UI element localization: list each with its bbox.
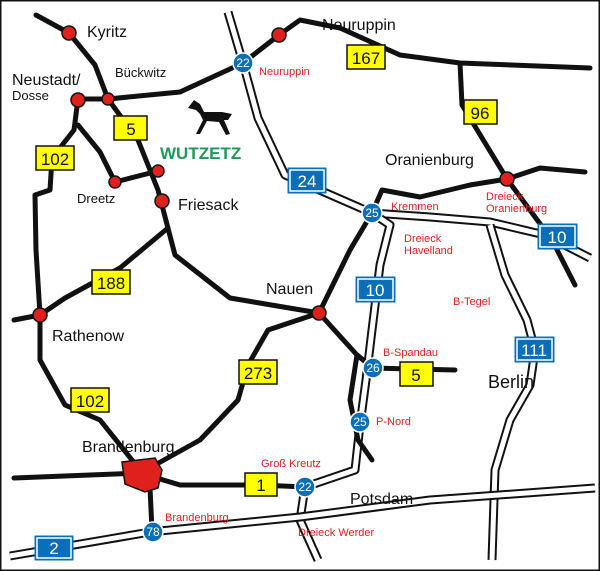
exit-dreieck-oranienburg-2: Oranienburg	[486, 203, 547, 215]
exit-dreieck-werder: Dreieck Werder	[298, 527, 375, 539]
exit-b-tegel: B-Tegel	[453, 296, 490, 308]
label-nauen: Nauen	[266, 281, 313, 298]
svg-text:273: 273	[244, 364, 272, 383]
svg-text:5: 5	[126, 120, 135, 139]
town-oranienburg[interactable]	[499, 171, 515, 187]
svg-text:78: 78	[146, 525, 160, 539]
federal-road-shields: 5 102 188 102 273 1 5 167 96	[35, 44, 498, 497]
label-kyritz: Kyritz	[87, 24, 127, 41]
town-friesack[interactable]	[154, 193, 170, 209]
svg-text:167: 167	[352, 49, 380, 68]
shield-a10-west: 10	[355, 276, 396, 303]
label-dosse: Dosse	[12, 88, 49, 103]
junction-22-gross-kreutz: 22	[294, 476, 316, 498]
exit-dreieck-havelland-1: Dreieck	[404, 233, 442, 245]
shield-a2: 2	[34, 535, 74, 561]
label-dreetz: Dreetz	[77, 191, 115, 206]
svg-text:25: 25	[353, 415, 367, 429]
svg-text:2: 2	[49, 539, 58, 558]
label-neuruppin: Neuruppin	[322, 17, 396, 34]
town-neuruppin[interactable]	[271, 27, 287, 43]
label-brandenburg: Brandenburg	[82, 439, 175, 456]
label-neustadt: Neustadt/	[12, 72, 81, 89]
exit-neuruppin: Neuruppin	[259, 66, 310, 78]
shield-b188: 188	[91, 269, 131, 295]
svg-text:22: 22	[298, 480, 312, 494]
exit-dreieck-oranienburg-1: Dreieck	[486, 191, 524, 203]
shield-b273: 273	[238, 359, 278, 385]
label-friesack: Friesack	[178, 197, 239, 214]
junction-26-spandau: 26	[362, 357, 384, 379]
exit-p-nord: P-Nord	[376, 416, 411, 428]
town-brandenburg[interactable]	[121, 457, 163, 493]
exit-gross-kreutz: Groß Kreutz	[261, 458, 321, 470]
exit-b-spandau: B-Spandau	[383, 347, 438, 359]
exit-dreieck-havelland-2: Havelland	[404, 245, 453, 257]
wutzetz-label: WUTZETZ	[160, 144, 241, 163]
shield-b96: 96	[463, 99, 498, 125]
label-oranienburg: Oranienburg	[385, 152, 474, 169]
svg-text:111: 111	[521, 341, 547, 360]
svg-text:25: 25	[365, 206, 379, 220]
exit-kremmen: Kremmen	[391, 201, 439, 213]
town-dreetz[interactable]	[108, 175, 122, 189]
label-potsdam: Potsdam	[350, 491, 413, 508]
svg-text:102: 102	[41, 150, 69, 169]
autobahns	[9, 10, 596, 562]
svg-text:96: 96	[471, 104, 490, 123]
svg-text:24: 24	[298, 172, 317, 191]
shield-b5: 5	[113, 115, 148, 141]
city-labels: Kyritz Neuruppin Neustadt/ Dosse Bückwit…	[12, 17, 534, 508]
exit-labels: Neuruppin Kremmen Dreieck Havelland Drei…	[165, 66, 547, 539]
svg-text:10: 10	[366, 281, 385, 300]
junction-22-neuruppin: 22	[232, 52, 254, 74]
junction-markers: 22 25 26 25 22 78	[142, 52, 384, 543]
autobahn-shields: 24 10 10 111 2	[34, 167, 578, 561]
junction-25-kremmen: 25	[361, 202, 383, 224]
shield-b5-east: 5	[399, 361, 434, 387]
label-bueckwitz: Bückwitz	[115, 65, 166, 80]
town-nauen[interactable]	[311, 305, 327, 321]
shield-a10-north: 10	[537, 223, 578, 250]
svg-text:188: 188	[97, 274, 125, 293]
town-kyritz[interactable]	[61, 25, 77, 41]
towns	[32, 25, 515, 493]
shield-b102: 102	[35, 145, 75, 171]
svg-text:10: 10	[548, 228, 567, 247]
junction-78-brandenburg: 78	[142, 521, 164, 543]
town-bueckwitz[interactable]	[101, 92, 115, 106]
label-rathenow: Rathenow	[52, 328, 124, 345]
svg-text:26: 26	[366, 361, 380, 375]
exit-brandenburg: Brandenburg	[165, 512, 229, 524]
svg-text:102: 102	[76, 392, 104, 411]
svg-text:5: 5	[411, 366, 420, 385]
shield-a111: 111	[514, 336, 555, 363]
horse-icon	[188, 100, 232, 135]
town-neustadt[interactable]	[70, 92, 86, 108]
shield-a24: 24	[287, 167, 327, 194]
town-wutzetz[interactable]	[151, 164, 165, 178]
junction-25-p-nord: 25	[349, 411, 371, 433]
svg-text:1: 1	[256, 476, 265, 495]
shield-b167: 167	[346, 44, 386, 70]
shield-b102: 102	[70, 387, 110, 413]
label-berlin: Berlin	[488, 372, 534, 392]
svg-text:22: 22	[236, 56, 250, 70]
town-rathenow[interactable]	[32, 307, 48, 323]
shield-b1: 1	[244, 472, 278, 497]
